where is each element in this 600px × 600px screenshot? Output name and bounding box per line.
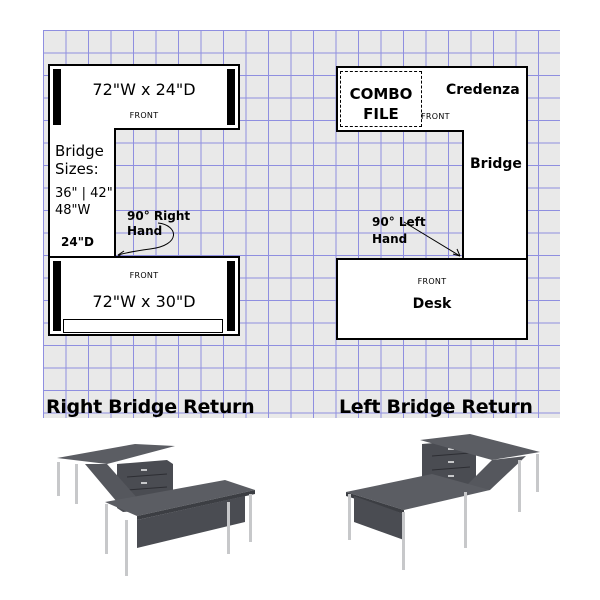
right-bridge-return-caption: Right Bridge Return: [46, 396, 255, 418]
right-bridge: Bridge Sizes: 36" | 42" 48"W 24"D: [48, 128, 116, 257]
credenza-label: Credenza: [446, 82, 520, 98]
left-hand-note-2: Hand: [372, 232, 408, 246]
left-credenza: COMBO FILE Credenza FRONT: [336, 66, 528, 132]
end-panel-right: [227, 261, 235, 331]
left-desk: FRONT Desk: [336, 258, 528, 340]
left-bridge-return-rendering: [346, 434, 540, 570]
desk-label: Desk: [412, 296, 452, 312]
bridge-sizes-values-2: 48"W: [55, 203, 91, 218]
top-desk-front-label: FRONT: [129, 111, 159, 120]
end-panel-left: [53, 261, 61, 331]
combo-file-label-1: COMBO: [349, 85, 413, 103]
right-hand-note-1: 90° Right: [127, 209, 191, 223]
right-bridge-return-rendering: [57, 444, 255, 576]
bridge-sizes-label-1: Bridge: [55, 142, 104, 160]
bridge-label: Bridge: [470, 156, 522, 172]
bridge-sizes-values-1: 36" | 42": [55, 186, 113, 201]
bridge-sizes-label-2: Sizes:: [55, 160, 99, 178]
modesty-panel: [63, 319, 223, 333]
right-hand-arrow: [117, 222, 174, 259]
credenza-front-label: FRONT: [421, 112, 450, 121]
end-panel-right: [227, 69, 235, 125]
end-panel-left: [53, 69, 61, 125]
desk-front-label: FRONT: [417, 277, 447, 286]
bridge-depth: 24"D: [61, 235, 94, 249]
left-hand-note-1: 90° Left: [372, 215, 426, 229]
combo-file-label-2: FILE: [363, 105, 399, 123]
left-bridge: Bridge: [462, 130, 528, 259]
bottom-desk-front-label: FRONT: [129, 271, 159, 280]
right-top-desk: 72"W x 24"D FRONT: [48, 64, 240, 130]
bottom-desk-dimension: 72"W x 30"D: [92, 292, 196, 311]
top-desk-dimension: 72"W x 24"D: [92, 80, 196, 99]
right-hand-note-2: Hand: [127, 224, 163, 238]
left-hand-arrow: [403, 221, 461, 257]
combo-file: COMBO FILE: [340, 71, 422, 127]
left-bridge-return-caption: Left Bridge Return: [339, 396, 533, 418]
right-bottom-desk: FRONT 72"W x 30"D: [48, 256, 240, 336]
